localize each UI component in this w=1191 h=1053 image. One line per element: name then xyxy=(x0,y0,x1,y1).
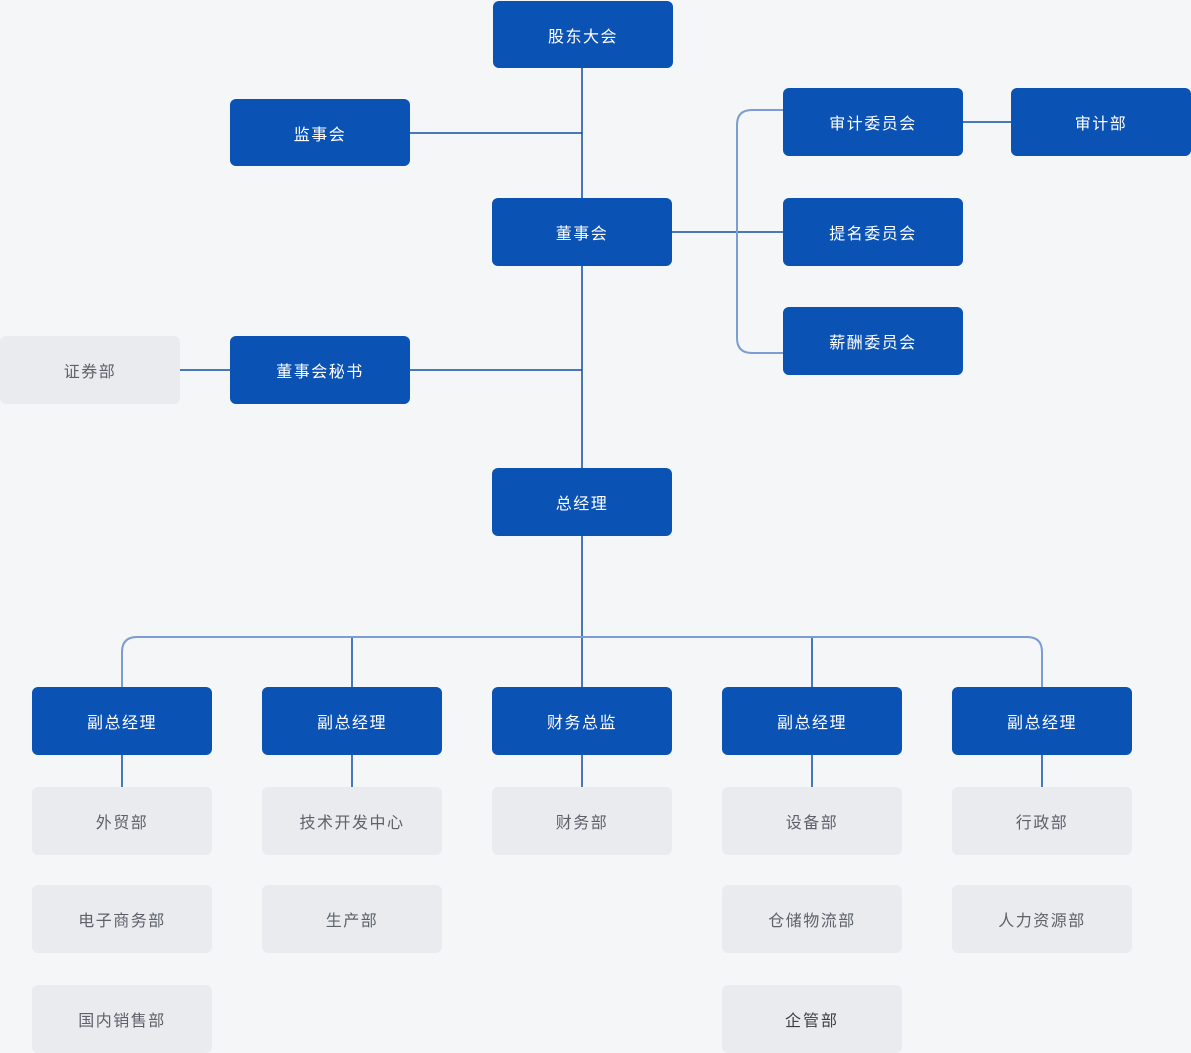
org-node-label: 电子商务部 xyxy=(78,913,166,930)
org-node-finance-director: 财务总监 xyxy=(492,687,672,755)
org-node-label: 董事会 xyxy=(555,226,609,243)
org-node-label: 财务总监 xyxy=(546,715,617,732)
org-node-label: 副总经理 xyxy=(86,715,157,732)
org-node-label: 总经理 xyxy=(555,496,609,513)
org-node-board-secretary: 董事会秘书 xyxy=(230,336,410,404)
org-node-general-manager: 总经理 xyxy=(492,468,672,536)
org-node-label: 证券部 xyxy=(63,364,117,381)
org-node-label: 审计委员会 xyxy=(829,116,917,133)
org-node-compensation-committee: 薪酬委员会 xyxy=(783,307,963,375)
org-node-deputy-gm-2: 副总经理 xyxy=(262,687,442,755)
org-node-label: 企管部 xyxy=(784,1013,839,1030)
org-node-board-of-directors: 董事会 xyxy=(492,198,672,266)
org-node-administration-dept: 行政部 xyxy=(952,787,1132,855)
org-node-label: 副总经理 xyxy=(776,715,847,732)
org-node-label: 股东大会 xyxy=(547,28,618,46)
org-node-label: 副总经理 xyxy=(316,715,387,732)
org-node-equipment-dept: 设备部 xyxy=(722,787,902,855)
org-node-label: 设备部 xyxy=(785,815,839,832)
org-node-enterprise-mgmt-dept: 企管部 xyxy=(722,985,902,1053)
org-node-deputy-gm-3: 副总经理 xyxy=(722,687,902,755)
edge-gm-distribution-bus xyxy=(121,636,1043,687)
org-node-label: 财务部 xyxy=(555,815,609,832)
org-node-label: 董事会秘书 xyxy=(276,364,364,381)
org-node-label: 技术开发中心 xyxy=(299,815,405,832)
org-node-supervisory-board: 监事会 xyxy=(230,99,410,166)
org-node-domestic-sales-dept: 国内销售部 xyxy=(32,985,212,1053)
org-node-foreign-trade-dept: 外贸部 xyxy=(32,787,212,855)
org-node-deputy-gm-1: 副总经理 xyxy=(32,687,212,755)
edge-committee-bracket xyxy=(736,109,783,354)
org-node-tech-development-center: 技术开发中心 xyxy=(262,787,442,855)
org-node-finance-dept: 财务部 xyxy=(492,787,672,855)
org-node-label: 薪酬委员会 xyxy=(829,335,917,352)
org-node-production-dept: 生产部 xyxy=(262,885,442,953)
org-node-label: 副总经理 xyxy=(1006,715,1077,732)
org-node-label: 国内销售部 xyxy=(78,1013,166,1030)
org-node-label: 行政部 xyxy=(1015,815,1069,832)
org-node-label: 外贸部 xyxy=(95,815,149,832)
org-node-label: 提名委员会 xyxy=(829,226,917,243)
org-node-deputy-gm-4: 副总经理 xyxy=(952,687,1132,755)
org-node-audit-committee: 审计委员会 xyxy=(783,88,963,156)
org-node-shareholders-meeting: 股东大会 xyxy=(493,1,673,68)
org-node-label: 仓储物流部 xyxy=(768,913,856,930)
org-node-warehouse-logistics-dept: 仓储物流部 xyxy=(722,885,902,953)
org-node-ecommerce-dept: 电子商务部 xyxy=(32,885,212,953)
org-node-securities-dept: 证券部 xyxy=(0,336,180,404)
org-node-human-resources-dept: 人力资源部 xyxy=(952,885,1132,953)
org-node-label: 生产部 xyxy=(325,913,379,930)
org-node-label: 人力资源部 xyxy=(998,913,1086,930)
org-node-label: 监事会 xyxy=(293,126,347,144)
org-node-nomination-committee: 提名委员会 xyxy=(783,198,963,266)
org-node-label: 审计部 xyxy=(1074,116,1128,133)
org-node-audit-dept: 审计部 xyxy=(1011,88,1191,156)
